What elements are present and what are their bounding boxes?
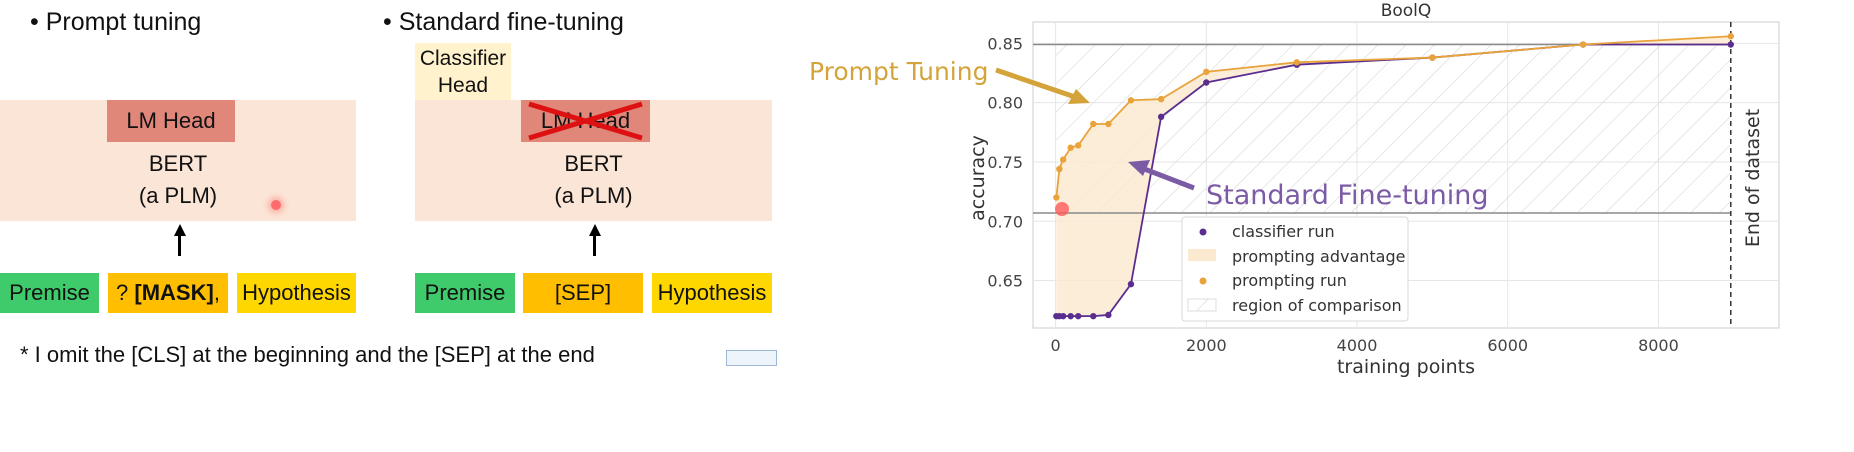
x-axis-label: training points: [1337, 356, 1475, 378]
classifier-head-line2: Head: [437, 74, 489, 97]
data-point-0-6: [1105, 311, 1112, 319]
arrow-up-icon: [588, 224, 601, 236]
legend-prompting-marker: [1199, 277, 1207, 285]
legend-comparison-label: region of comparison: [1232, 296, 1402, 315]
legend-classifier-marker: [1199, 228, 1207, 236]
y-tick-label: 0.85: [987, 34, 1023, 53]
tick-labels: 0 2000 4000 6000 8000 0.65 0.70 0.75 0.80 0.85: [987, 34, 1678, 355]
y-tick-label: 0.75: [987, 153, 1023, 172]
x-tick-label: 4000: [1337, 336, 1378, 355]
data-point-0-4: [1075, 312, 1082, 320]
scrollbar-thumb[interactable]: [726, 350, 777, 366]
data-point-1-0: [1053, 194, 1060, 201]
standard-fine-tuning-title: • Standard fine-tuning: [383, 8, 624, 36]
token-hypothesis-left: Hypothesis: [237, 273, 356, 313]
data-point-0-7: [1127, 280, 1135, 288]
mask-suffix: ,: [213, 280, 220, 305]
region-of-comparison: [1056, 44, 1731, 213]
regions: [1056, 36, 1731, 317]
data-point-1-9: [1203, 68, 1210, 76]
data-point-1-8: [1157, 95, 1165, 103]
x-tick-label: 8000: [1638, 336, 1679, 355]
prompting-advantage-area: [1056, 36, 1731, 317]
data-point-1-6: [1105, 120, 1112, 128]
data-point-1-3: [1067, 144, 1074, 151]
prompt-tuning-title: • Prompt tuning: [30, 8, 202, 36]
data-point-0-3: [1067, 312, 1074, 320]
y-tick-label: 0.65: [987, 272, 1023, 291]
mask-prefix: ?: [116, 280, 135, 305]
bert-name: BERT: [564, 151, 623, 176]
token-sep-middle: [SEP]: [523, 273, 643, 313]
arrow-up-icon-left-stem: [178, 234, 181, 256]
data-point-1-13: [1727, 33, 1734, 40]
cross-out-icon: [528, 101, 643, 141]
legend-box: [1181, 216, 1409, 322]
bert-name: BERT: [148, 151, 208, 176]
y-tick-label: 0.70: [987, 212, 1023, 231]
x-tick-label: 2000: [1186, 336, 1227, 355]
classifier-head-line1: Classifier: [419, 47, 507, 70]
data-point-1-11: [1429, 54, 1436, 61]
x-tick-label: 6000: [1487, 336, 1528, 355]
legend-comparison-swatch: [1187, 298, 1217, 312]
legend-advantage-label: prompting advantage: [1232, 247, 1405, 266]
x-tick-label: 0: [1051, 336, 1061, 355]
chart-title: BoolQ: [1381, 1, 1432, 21]
standard-arrow-shaft: [1141, 165, 1195, 191]
data-point-0-8: [1157, 113, 1165, 121]
footnote: * I omit the [CLS] at the beginning and …: [20, 342, 595, 367]
data-point-1-12: [1579, 41, 1587, 48]
series-lines: [1033, 22, 1734, 328]
token-premise-left: Premise: [0, 273, 99, 313]
data-point-0-9: [1203, 79, 1210, 86]
data-point-1-5: [1090, 120, 1097, 128]
token-mask-left: ? [MASK],: [108, 273, 228, 313]
data-point-1-2: [1059, 156, 1067, 163]
standard-fine-tuning-annotation: Standard Fine-tuning: [1206, 180, 1489, 211]
bert-label-left: BERT (a PLM): [0, 148, 356, 212]
data-point-1-10: [1293, 59, 1300, 66]
legend-advantage-swatch: [1188, 249, 1216, 261]
token-premise-middle: Premise: [415, 273, 515, 313]
legend-classifier-label: classifier run: [1232, 222, 1335, 241]
cross-line-2: [528, 101, 643, 141]
cursor-highlight-icon: [1055, 202, 1069, 216]
token-hypothesis-middle: Hypothesis: [652, 273, 772, 313]
data-point-0-2: [1059, 312, 1067, 320]
y-axis-label: accuracy: [967, 135, 989, 221]
data-point-0-5: [1090, 312, 1097, 320]
legend: classifier run prompting advantage promp…: [1181, 216, 1409, 322]
prompt-tuning-annotation: Prompt Tuning: [809, 57, 988, 86]
prompt-arrow-shaft: [995, 67, 1079, 101]
end-of-dataset-label: End of dataset: [1742, 109, 1764, 247]
arrow-up-icon-middle-stem: [593, 234, 596, 256]
bert-subtitle: (a PLM): [138, 183, 218, 208]
arrow-up-icon: [173, 224, 186, 236]
boolq-chart: 0 2000 4000 6000 8000 0.65 0.70 0.75 0.80 0.85 Bo…: [809, 1, 1780, 378]
cursor-highlight-icon: [271, 200, 281, 210]
y-tick-label: 0.80: [987, 94, 1023, 113]
classifier-head: Classifier Head: [415, 43, 511, 102]
data-point-1-7: [1127, 97, 1135, 104]
mask-token: [MASK]: [134, 280, 214, 305]
bert-subtitle: (a PLM): [554, 183, 633, 208]
data-point-1-1: [1056, 165, 1063, 173]
legend-prompting-label: prompting run: [1232, 271, 1347, 290]
data-point-1-4: [1075, 142, 1082, 149]
bert-label-middle: BERT (a PLM): [415, 148, 772, 212]
data-point-0-13: [1727, 41, 1734, 48]
prompt-arrow-icon: [1068, 89, 1090, 104]
standard-arrow-icon: [1128, 160, 1150, 176]
lm-head-left: LM Head: [107, 100, 235, 142]
